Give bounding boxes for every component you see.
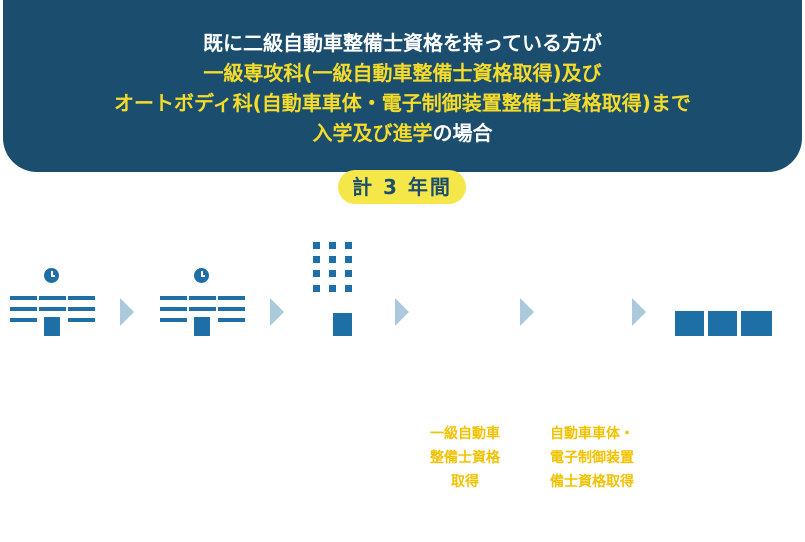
step-arrow-icon: [520, 298, 534, 326]
banner-line-4-highlight: 入学及び進学: [312, 121, 433, 145]
clock-icon: [194, 268, 209, 283]
caption-body-electronics: 自動車車体・ 電子制御装置 備士資格取得: [550, 426, 634, 490]
total-duration-badge: 計 3 年間: [338, 170, 466, 204]
header-banner: 既に二級自動車整備士資格を持っている方が 一級専攻科(一級自動車整備士資格取得)…: [3, 0, 802, 172]
banner-line-2: 一級専攻科(一級自動車整備士資格取得)及び: [203, 61, 602, 85]
step-arrow-icon: [632, 298, 646, 326]
banner-line-1: 既に二級自動車整備士資格を持っている方が: [203, 31, 602, 55]
step-arrow-icon: [120, 298, 134, 326]
banner-line-3: オートボディ科(自動車車体・電子制御装置整備士資格取得)まで: [114, 91, 691, 115]
caption-first-class-mechanic: 一級自動車 整備士資格 取得: [430, 426, 500, 490]
step-arrow-icon: [395, 298, 409, 326]
banner-line-4: 入学及び進学の場合: [3, 118, 802, 148]
step-arrow-icon: [270, 298, 284, 326]
banner-line-4-rest: の場合: [432, 121, 493, 145]
clock-icon: [44, 268, 59, 283]
